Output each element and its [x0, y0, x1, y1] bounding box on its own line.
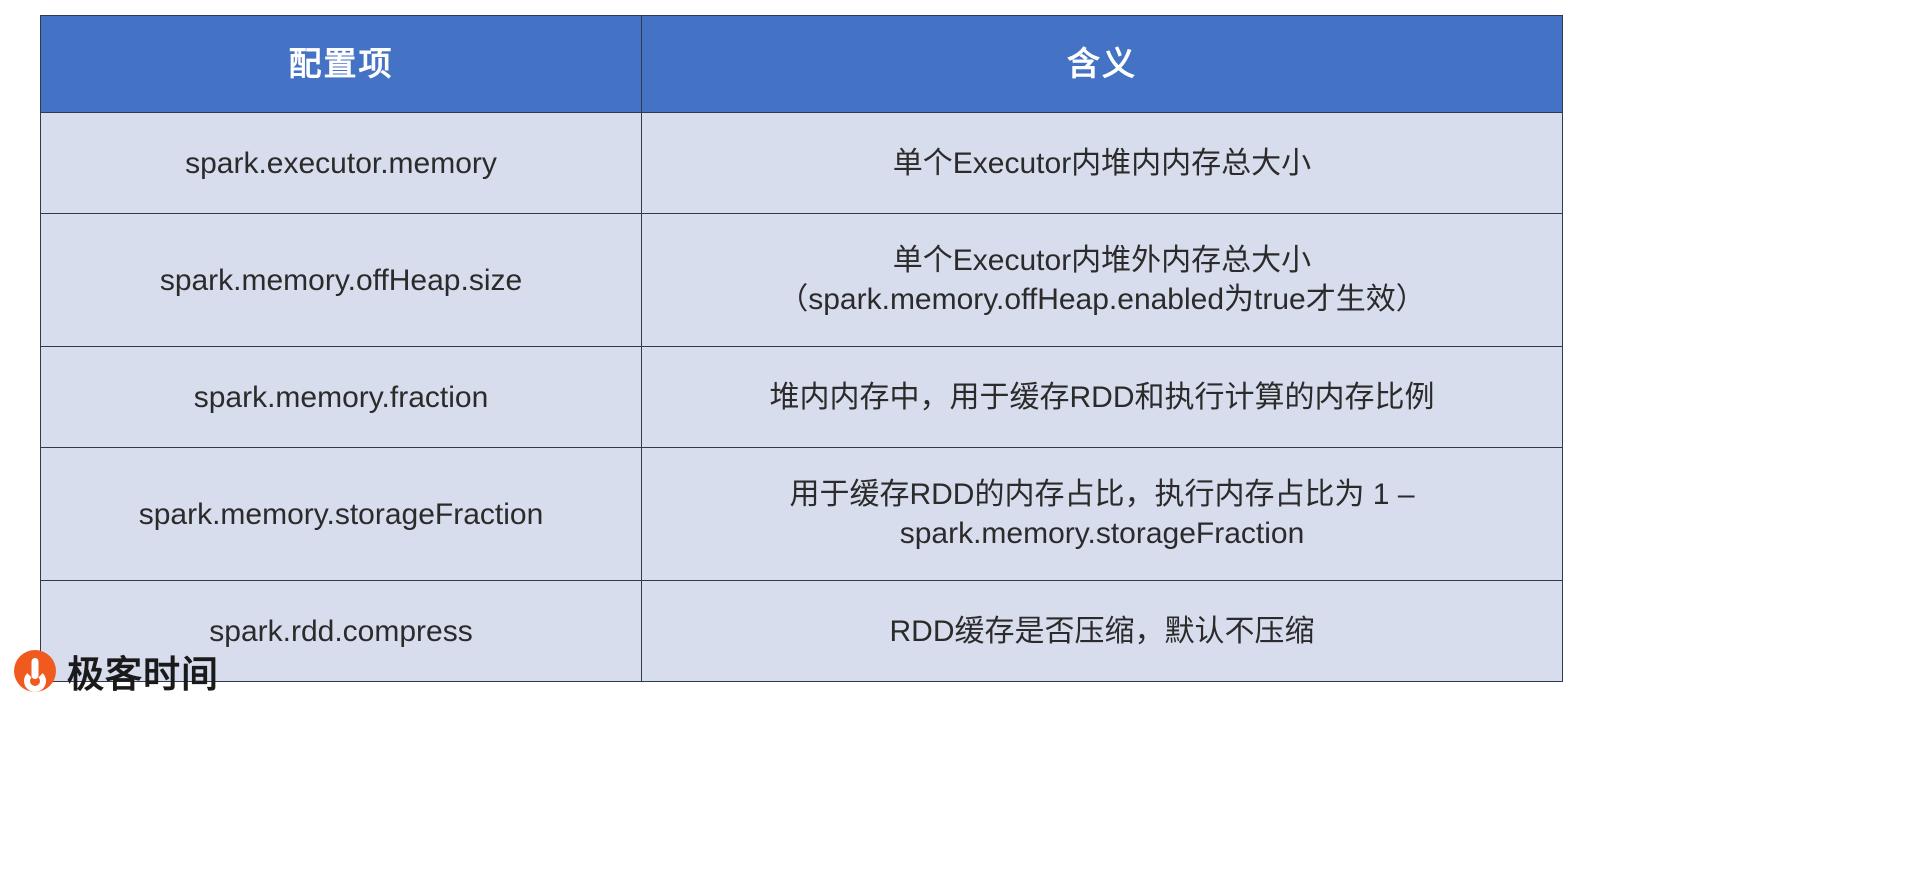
config-key-cell: spark.rdd.compress [40, 580, 642, 682]
meaning-cell: RDD缓存是否压缩，默认不压缩 [641, 580, 1563, 682]
column-header-meaning: 含义 [641, 15, 1563, 113]
meaning-line: 堆内内存中，用于缓存RDD和执行计算的内存比例 [769, 380, 1435, 414]
meaning-cell: 单个Executor内堆外内存总大小 （spark.memory.offHeap… [641, 213, 1563, 347]
meaning-line: （spark.memory.offHeap.enabled为true才生效） [778, 283, 1426, 316]
table-row: spark.rdd.compress RDD缓存是否压缩，默认不压缩 [40, 580, 1563, 682]
table-header-row: 配置项 含义 [40, 15, 1563, 113]
geekbang-logo-icon [14, 650, 56, 692]
config-key-cell: spark.memory.fraction [40, 346, 642, 448]
meaning-line: RDD缓存是否压缩，默认不压缩 [889, 614, 1315, 648]
meaning-line: spark.memory.storageFraction [899, 517, 1305, 550]
table-row: spark.executor.memory 单个Executor内堆内内存总大小 [40, 112, 1563, 214]
brand-name: 极客时间 [67, 654, 219, 695]
config-key-cell: spark.executor.memory [40, 112, 642, 214]
meaning-cell: 用于缓存RDD的内存占比，执行内存占比为 1 – spark.memory.st… [641, 447, 1563, 581]
table-body: spark.executor.memory 单个Executor内堆内内存总大小… [40, 112, 1563, 682]
meaning-line: 用于缓存RDD的内存占比，执行内存占比为 1 – [789, 478, 1415, 511]
meaning-cell: 单个Executor内堆内内存总大小 [641, 112, 1563, 214]
table-header: 配置项 含义 [40, 15, 1563, 113]
table-row: spark.memory.storageFraction 用于缓存RDD的内存占… [40, 447, 1563, 581]
meaning-line: 单个Executor内堆外内存总大小 [892, 244, 1312, 277]
meaning-line: 单个Executor内堆内内存总大小 [892, 146, 1312, 180]
spark-memory-config-table: 配置项 含义 spark.executor.memory 单个Executor内… [40, 15, 1563, 682]
config-key-cell: spark.memory.offHeap.size [40, 213, 642, 347]
table-row: spark.memory.offHeap.size 单个Executor内堆外内… [40, 213, 1563, 347]
brand-footer: 极客时间 [14, 644, 219, 698]
meaning-cell: 堆内内存中，用于缓存RDD和执行计算的内存比例 [641, 346, 1563, 448]
table-row: spark.memory.fraction 堆内内存中，用于缓存RDD和执行计算… [40, 346, 1563, 448]
column-header-config-key: 配置项 [40, 15, 642, 113]
config-key-cell: spark.memory.storageFraction [40, 447, 642, 581]
